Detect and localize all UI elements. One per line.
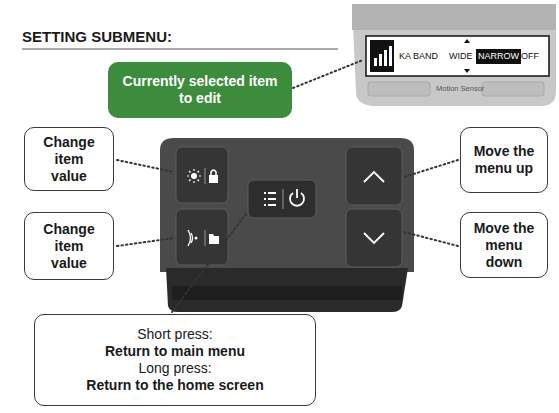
node-text: Change item value [38,134,100,185]
function-box: Change item value [24,212,114,280]
node-text: Short press: [137,326,212,343]
leader-line [293,60,363,88]
function-box: Move the menu up [460,127,548,193]
callout-box: Currently selected item to edit [108,62,292,118]
function-box: Move the menu down [460,212,548,278]
node-text: Long press: [138,360,211,377]
keypad [160,138,414,312]
node-text: Return to main menu [105,343,245,360]
display-text: NARROW [476,49,521,64]
function-box: Short press:Return to main menuLong pres… [34,314,316,406]
display-text: KA BAND [399,51,438,62]
node-text: Move the menu up [467,143,541,177]
device-top [352,4,556,106]
device-label: Motion Sensor [436,84,484,94]
node-text: Move the menu down [467,220,541,271]
function-box: Change item value [24,127,114,191]
display-text: OFF [521,51,539,62]
node-text: Currently selected item to edit [120,73,280,107]
node-text: Change item value [38,221,100,272]
node-text: Return to the home screen [86,377,263,394]
diagram-title: SETTING SUBMENU: [22,28,172,45]
title-rule [22,49,338,50]
leader-lines [117,160,458,312]
display-text: WIDE [449,51,473,62]
